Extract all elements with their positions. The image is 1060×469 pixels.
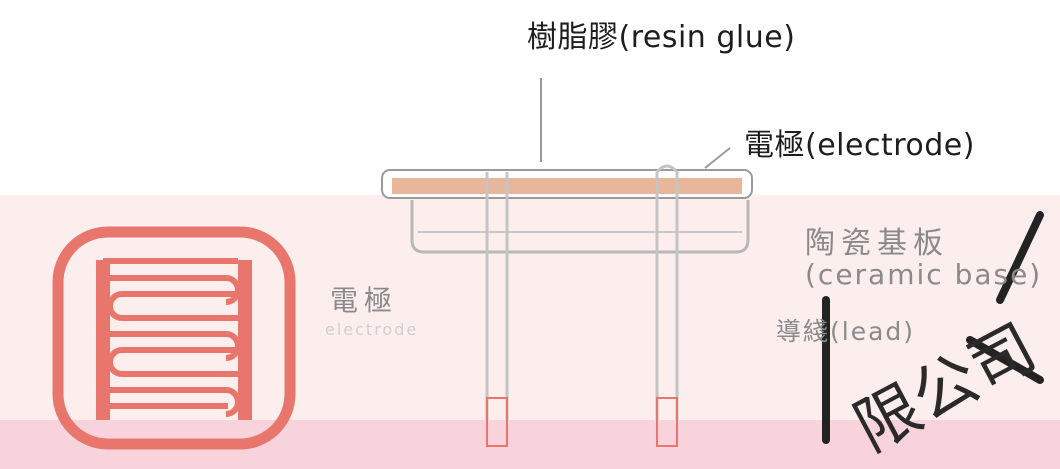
- lead-right-outer: [655, 164, 679, 420]
- ceramic-base-cn-label: 陶瓷基板: [805, 226, 949, 261]
- side-view-photoresistor: [381, 78, 753, 447]
- lead-right-tip: [656, 397, 678, 447]
- electrode-left-cn-label: 電極: [330, 284, 399, 317]
- resin-glue-label: 樹脂膠(resin glue): [527, 20, 796, 55]
- top-view-photoresistor: [52, 226, 296, 450]
- electrode-comb-left: [96, 260, 110, 420]
- background-top: [0, 0, 1060, 195]
- lead-left-tip: [486, 397, 508, 447]
- ceramic-base-outline: [410, 200, 750, 254]
- ceramic-body-outline: [52, 226, 296, 450]
- watermark-stroke: [966, 211, 1044, 384]
- serpentine-track-b: [110, 275, 241, 417]
- electrode-leader-line: [704, 147, 731, 169]
- lead-label: 導綫(lead): [776, 317, 916, 346]
- electrode-layer: [392, 178, 742, 194]
- serpentine-track-a: [103, 258, 245, 409]
- electrode-left-en-label: electrode: [325, 320, 419, 339]
- watermark-shapes: [822, 211, 1044, 444]
- electrode-comb-right: [238, 260, 252, 420]
- electrode-top-label: 電極(electrode): [744, 128, 975, 163]
- ceramic-base-en-label: (ceramic base): [805, 258, 1043, 291]
